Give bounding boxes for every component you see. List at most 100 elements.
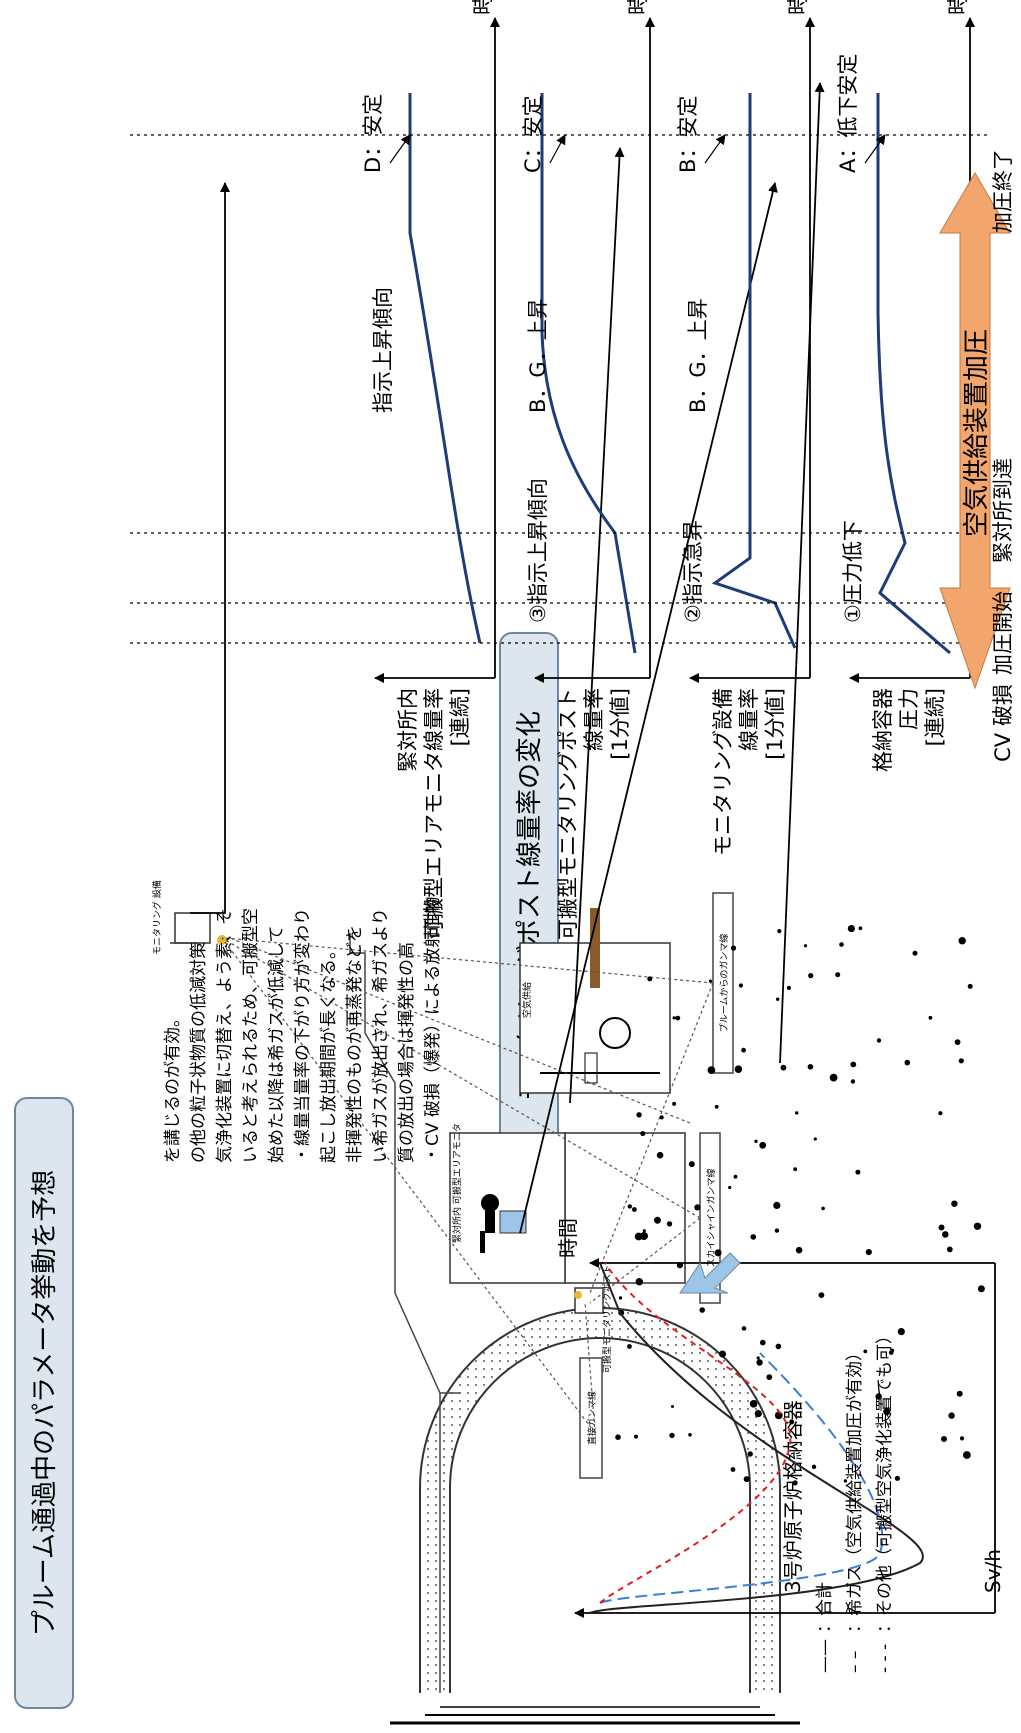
plume-particle: [756, 1356, 760, 1360]
plume-particle: [754, 1410, 762, 1418]
plume-particle: [821, 1206, 825, 1211]
plume-particle: [707, 1066, 716, 1074]
param-label-line: 緊対所内: [396, 688, 420, 772]
plume-particle: [941, 1436, 947, 1442]
plume-particle: [642, 1229, 646, 1233]
plume-particle: [738, 983, 744, 988]
plume-particle: [656, 1151, 664, 1159]
plume-particle: [728, 1185, 732, 1190]
plume-particle: [938, 1111, 943, 1116]
arrival-label: 緊対所到達: [991, 458, 1015, 563]
monitoring-equipment: モニタリング 設備: [151, 880, 227, 955]
air-supply-arrow: 空気供給装置加圧: [939, 172, 1011, 690]
plume-particle: [734, 1065, 743, 1073]
person-icon: [481, 1194, 499, 1212]
air-supply-pressurize-label: 空気供給装置加圧: [962, 329, 992, 537]
plume-particle: [973, 1222, 982, 1230]
plume-particle: [813, 1137, 817, 1141]
param-label-line: [1分値]: [608, 688, 632, 760]
note-line: ・線量当量率の下がり方が変わり: [293, 908, 313, 1163]
legend-line-other: - - -: [875, 1644, 895, 1673]
main-title-box: プルーム通過中のパラメータ挙動を予想: [14, 1097, 74, 1709]
plume-particle: [795, 1111, 799, 1115]
emergency-building: 空気供給 緊対所内 可搬型エリアモニタ: [449, 908, 686, 1284]
main-title: プルーム通過中のパラメータ挙動を予想: [30, 1170, 60, 1636]
param-label-line: モニタリング設備: [711, 688, 735, 856]
plume-particle: [963, 1451, 971, 1459]
final-pointer: [704, 134, 726, 164]
dose-other-curve: [599, 1262, 792, 1604]
param-label-line: 可搬型エリアモニタ線量率: [422, 688, 446, 940]
note-line: 気浄化装置に切替え、よう素、そ: [215, 908, 235, 1163]
legend-text-other: ：その他（可搬型空気浄化装置でも可）: [875, 1327, 895, 1633]
plume-particle: [958, 1058, 964, 1064]
plume-particle: [843, 1479, 848, 1483]
plume-particle: [897, 1328, 905, 1336]
plume-particle: [959, 1436, 965, 1441]
param-label-line: 線量率: [737, 688, 761, 751]
plume-particle: [875, 1393, 882, 1400]
legend-line-noble: – –: [845, 1651, 865, 1673]
final-pointer: [389, 134, 411, 164]
plume-particle: [951, 1200, 958, 1207]
final-label: D：安定: [361, 94, 385, 173]
plume-particle: [666, 1221, 673, 1227]
plume-particle: [756, 1359, 763, 1366]
plume-particles: [615, 924, 985, 1486]
plume-particle: [640, 1131, 646, 1137]
plume-particle: [829, 1073, 838, 1082]
note-line: いると考えられるため、可搬型空: [241, 908, 261, 1163]
plume-particle: [774, 1228, 780, 1233]
ground-outline: [349, 933, 441, 1693]
parameter-timelines: 時刻格納容器圧力[連続]①圧力低下A：低下安定時刻モニタリング設備線量率[1分値…: [130, 0, 990, 940]
plume-particle: [808, 972, 814, 979]
event-label: ①圧力低下: [841, 520, 865, 623]
plume-particle: [977, 1285, 985, 1293]
facility-illustration: 3号炉原子炉格納容器 直接ガンマ線 スカイシャインガンマ線 プルームからのガンマ…: [151, 82, 985, 1725]
plume-particle: [627, 1344, 632, 1349]
time-label: 時刻: [946, 0, 970, 15]
legend-line-total: ——: [815, 1639, 835, 1673]
dose-legend: —— ：合計 – – ：希ガス（空気供給装置加圧が有効） - - - ：その他（…: [815, 1327, 895, 1673]
plume-gamma-label: プルームからのガンマ線: [718, 934, 730, 1033]
final-label: C：安定: [521, 95, 545, 173]
plume-particle: [850, 1079, 856, 1084]
plume-particle: [793, 1167, 798, 1172]
mid-label: B．G．上昇: [526, 298, 550, 413]
param-label-line: 線量率: [582, 688, 606, 751]
plume-particle: [942, 1231, 949, 1238]
plume-particle: [776, 997, 780, 1001]
event-markers: 空気供給装置加圧 CV 破損 加圧開始 緊対所到達 加圧終了: [939, 149, 1015, 762]
plume-particle: [858, 926, 863, 931]
time-label: 時刻: [786, 0, 810, 15]
plume-particle: [839, 942, 844, 947]
param-label-line: 格納容器: [871, 688, 895, 772]
plume-particle: [807, 1063, 814, 1070]
plume-particle: [863, 1349, 868, 1354]
room-monitor-label: 緊対所内 可搬型エリアモニタ: [451, 1123, 463, 1243]
note-text: ・CV 破損（爆発）による放射性物質の放出の場合は揮発性の高い希ガスが放出され、…: [163, 897, 443, 1163]
plume-particle: [956, 1390, 963, 1397]
event-label: ②指示急昇: [681, 520, 705, 623]
plume-particle: [946, 1246, 953, 1253]
plume-particle: [730, 945, 737, 951]
param-label-line: 圧力: [897, 688, 921, 730]
plume-particle: [714, 1249, 722, 1257]
plume-particle: [775, 1343, 782, 1350]
plume-particle: [634, 1232, 643, 1241]
dose-noble-gas-curve: [599, 1352, 884, 1604]
plume-particle: [792, 1480, 798, 1486]
plume-particle: [714, 1104, 719, 1109]
plume-particle: [699, 1307, 706, 1313]
dose-xlabel: 時間: [556, 1218, 580, 1258]
param-label-line: [連続]: [448, 688, 472, 746]
plume-particle: [675, 1015, 681, 1021]
plume-particle: [811, 1464, 817, 1469]
plume-particle: [850, 1061, 857, 1068]
reactor-label: 3号炉原子炉格納容器: [781, 1400, 805, 1593]
plume-particle: [803, 944, 808, 948]
plume-particle: [618, 1296, 623, 1300]
